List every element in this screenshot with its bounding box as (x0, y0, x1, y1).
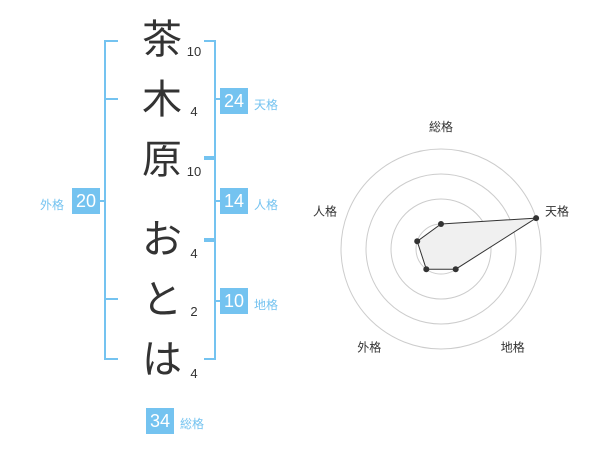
stroke-count-3: 10 (186, 164, 202, 179)
name-char-6: は (142, 337, 182, 383)
tenkaku-label: 天格 (254, 98, 279, 112)
chikaku-badge: 10 (220, 288, 249, 314)
stroke-count-4: 4 (190, 246, 198, 261)
jinkaku-bracket (204, 158, 216, 240)
tenkaku-bracket (204, 40, 216, 158)
chikaku-label: 地格 (254, 298, 279, 312)
radar-point-4 (423, 266, 430, 273)
gaikaku-bracket-tick (98, 200, 106, 202)
name-char-2: 木 (142, 77, 182, 123)
name-char-5: と (142, 277, 182, 323)
radar-ring-3 (365, 173, 517, 325)
name-char-4: お (142, 217, 182, 263)
radar-area (416, 217, 537, 270)
gaikaku-inner-tick-2 (106, 298, 118, 300)
name-char-1: 茶 (142, 17, 182, 63)
stroke-count-1: 10 (186, 44, 202, 59)
jinkaku-badge: 14 (220, 188, 249, 214)
radar-axis-label-4: 外格 (357, 340, 381, 355)
radar-axis-label-2: 天格 (545, 203, 569, 218)
radar-point-1 (438, 221, 444, 227)
gaikaku-label: 外格 (40, 198, 65, 212)
radar-point-3 (452, 266, 459, 273)
jinkaku-bracket-tick (216, 200, 222, 202)
radar-ring-2 (390, 198, 492, 300)
jinkaku-label: 人格 (254, 198, 279, 212)
chikaku-bracket (204, 240, 216, 360)
gaikaku-inner-tick-1 (106, 98, 118, 100)
chikaku-bracket-tick (216, 300, 222, 302)
soukaku-label: 総格 (180, 417, 205, 431)
soukaku-badge: 34 (146, 408, 175, 434)
radar-axis-label-1: 総格 (429, 119, 453, 134)
stroke-count-6: 4 (190, 366, 198, 381)
name-char-3: 原 (142, 137, 182, 183)
radar-point-2 (533, 215, 540, 222)
radar-ring-4 (340, 148, 542, 350)
stroke-count-2: 4 (190, 104, 198, 119)
radar-axis-label-3: 地格 (501, 340, 525, 355)
gaikaku-badge: 20 (72, 188, 101, 214)
radar-point-5 (414, 238, 421, 245)
tenkaku-bracket-tick (216, 98, 222, 100)
radar-axis-label-5: 人格 (313, 203, 337, 218)
tenkaku-badge: 24 (220, 88, 249, 114)
stroke-count-5: 2 (190, 304, 198, 319)
